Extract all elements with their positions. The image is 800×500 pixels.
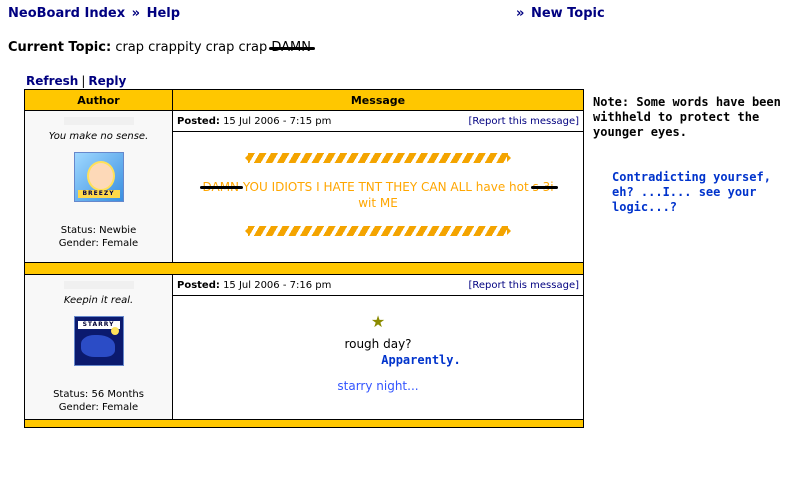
censored-word-start: DAMN <box>202 180 240 194</box>
post-separator <box>24 419 584 428</box>
post-row: You make no sense. BREEZY Status: Newbie… <box>24 110 584 263</box>
author-status: Status: 56 Months <box>53 389 144 400</box>
post-author-cell: Keepin it real. STARRY Status: 56 Months… <box>24 274 173 420</box>
nav-separator-right: » <box>516 6 525 21</box>
top-nav-right: » New Topic <box>514 6 605 21</box>
post-header-cell: Posted: 15 Jul 2006 - 7:15 pm [Report th… <box>172 110 584 132</box>
help-link[interactable]: Help <box>146 6 181 21</box>
message-text: DAMN YOU IDIOTS I HATE TNT THEY CAN ALL … <box>173 179 583 211</box>
message-body: ★ rough day? Apparently. starry night... <box>173 296 583 393</box>
decor-stripe-bottom <box>243 226 513 236</box>
decor-stripe-top <box>243 153 513 163</box>
post-author-cell: You make no sense. BREEZY Status: Newbie… <box>24 110 173 263</box>
posted-label: Posted: <box>177 279 220 291</box>
post-row: Keepin it real. STARRY Status: 56 Months… <box>24 274 584 420</box>
topic-title: crap crappity crap crap <box>115 40 268 55</box>
neoboard-index-link[interactable]: NeoBoard Index <box>8 6 126 21</box>
star-icon: ★ <box>370 312 386 331</box>
avatar-label: STARRY <box>77 321 120 329</box>
nav-separator: » <box>131 6 141 21</box>
message-column-header: Message <box>172 89 584 111</box>
post-body-cell: ★ rough day? Apparently. starry night... <box>172 295 584 420</box>
post-header-cell: Posted: 15 Jul 2006 - 7:16 pm [Report th… <box>172 274 584 296</box>
post-separator <box>24 262 584 275</box>
avatar-face-shape <box>86 161 115 191</box>
censored-word-end: s 3i <box>532 180 554 194</box>
posted-info: Posted: 15 Jul 2006 - 7:15 pm <box>177 116 331 127</box>
author-motto: You make no sense. <box>48 131 149 142</box>
post-body-cell: DAMN YOU IDIOTS I HATE TNT THEY CAN ALL … <box>172 131 584 263</box>
author-gender: Gender: Female <box>58 238 139 249</box>
posted-date: 15 Jul 2006 - 7:16 pm <box>223 279 332 291</box>
message-table: Author Message You make no sense. BREEZY… <box>24 89 584 428</box>
author-avatar[interactable]: STARRY <box>73 316 124 366</box>
author-avatar[interactable]: BREEZY <box>73 152 124 202</box>
report-message-link[interactable]: [Report this message] <box>468 279 580 291</box>
message-line-2: wit ME <box>358 196 398 210</box>
message-body: DAMN YOU IDIOTS I HATE TNT THEY CAN ALL … <box>173 132 583 236</box>
message-line-1: YOU IDIOTS I HATE TNT THEY CAN ALL have … <box>239 180 533 194</box>
author-status-block: Status: Newbie Gender: Female <box>25 224 172 250</box>
report-message-link[interactable]: [Report this message] <box>468 115 580 127</box>
moon-icon <box>110 327 119 335</box>
message-line-1: rough day? <box>344 337 412 351</box>
author-gender: Gender: Female <box>58 402 139 413</box>
posted-bar: Posted: 15 Jul 2006 - 7:16 pm [Report th… <box>173 275 583 295</box>
side-comment: Contradicting yoursef, eh? ...I... see y… <box>612 170 771 214</box>
posted-date: 15 Jul 2006 - 7:15 pm <box>223 115 332 127</box>
current-topic-label: Current Topic: <box>8 40 112 55</box>
new-topic-link[interactable]: New Topic <box>530 6 605 21</box>
topic-censored-word: DAMN <box>271 40 311 55</box>
author-column-header: Author <box>24 89 173 111</box>
topic-actions: Refresh|Reply <box>26 74 126 88</box>
reply-link[interactable]: Reply <box>88 74 127 88</box>
avatar-label: BREEZY <box>77 190 120 198</box>
current-topic: Current Topic: crap crappity crap crap D… <box>8 40 311 55</box>
author-status-block: Status: 56 Months Gender: Female <box>25 388 172 414</box>
avatar-figure-shape <box>80 335 115 357</box>
author-name-blank <box>63 281 134 289</box>
signature: starry night... <box>337 379 419 393</box>
author-status: Status: Newbie <box>60 225 137 236</box>
top-nav: NeoBoard Index » Help <box>8 6 180 21</box>
refresh-link[interactable]: Refresh <box>26 74 79 88</box>
side-note: Note: Some words have been withheld to p… <box>593 95 781 139</box>
message-line-2: Apparently. <box>381 353 461 367</box>
posted-label: Posted: <box>177 115 220 127</box>
posted-bar: Posted: 15 Jul 2006 - 7:15 pm [Report th… <box>173 111 583 131</box>
action-divider: | <box>81 74 86 88</box>
posted-info: Posted: 15 Jul 2006 - 7:16 pm <box>177 280 331 291</box>
author-name-blank <box>63 117 134 125</box>
author-motto: Keepin it real. <box>63 295 134 306</box>
